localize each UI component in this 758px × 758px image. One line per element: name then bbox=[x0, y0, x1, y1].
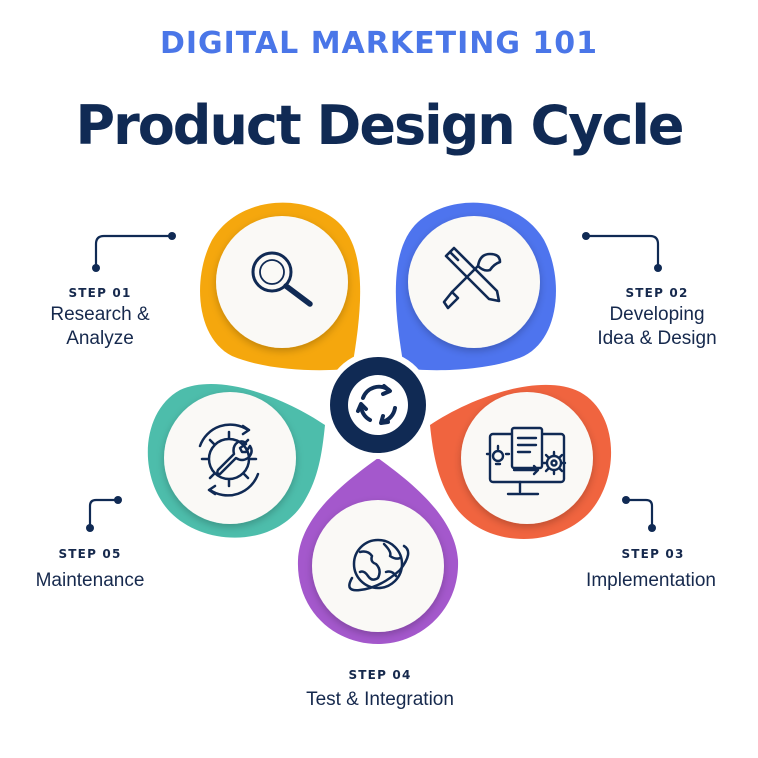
step02-name: Developing Idea & Design bbox=[570, 303, 744, 351]
pencil-brush-icon bbox=[442, 246, 502, 310]
step01-label: STEP 01 bbox=[68, 286, 132, 300]
center-hub bbox=[324, 351, 432, 459]
step02-label: STEP 02 bbox=[625, 286, 689, 300]
step05-label: STEP 05 bbox=[58, 547, 122, 561]
connector-step01 bbox=[92, 232, 176, 272]
step01-petal bbox=[200, 202, 361, 371]
gear-wrench-icon bbox=[198, 423, 260, 497]
connector-step02 bbox=[582, 232, 662, 272]
cycle-arrows-icon bbox=[356, 384, 397, 425]
globe-orbit-icon bbox=[348, 538, 410, 592]
step05-petal bbox=[147, 384, 325, 538]
step01-name-line2: Analyze bbox=[66, 328, 134, 349]
step04-name: Test & Integration bbox=[270, 688, 490, 712]
connector-step05 bbox=[86, 496, 122, 532]
step04-name-line1: Test & Integration bbox=[306, 689, 454, 710]
step05-name-line1: Maintenance bbox=[35, 570, 145, 591]
step03-label: STEP 03 bbox=[621, 547, 685, 561]
step03-name: Implementation bbox=[564, 569, 738, 593]
step04-label: STEP 04 bbox=[348, 668, 412, 682]
page-title: Product Design Cycle bbox=[75, 94, 685, 157]
step05-name: Maintenance bbox=[10, 569, 170, 593]
step03-name-line1: Implementation bbox=[586, 570, 716, 591]
step02-name-line1: Developing bbox=[609, 304, 705, 325]
step01-name-line1: Research & bbox=[50, 304, 150, 325]
magnifier-icon bbox=[251, 251, 313, 307]
step02-name-line2: Idea & Design bbox=[597, 328, 717, 349]
step04-petal bbox=[297, 458, 459, 644]
kicker-heading: DIGITAL MARKETING 101 bbox=[159, 26, 599, 61]
connector-step03 bbox=[622, 496, 656, 532]
step01-name: Research & Analyze bbox=[20, 303, 180, 351]
monitor-gear-icon bbox=[485, 426, 567, 496]
